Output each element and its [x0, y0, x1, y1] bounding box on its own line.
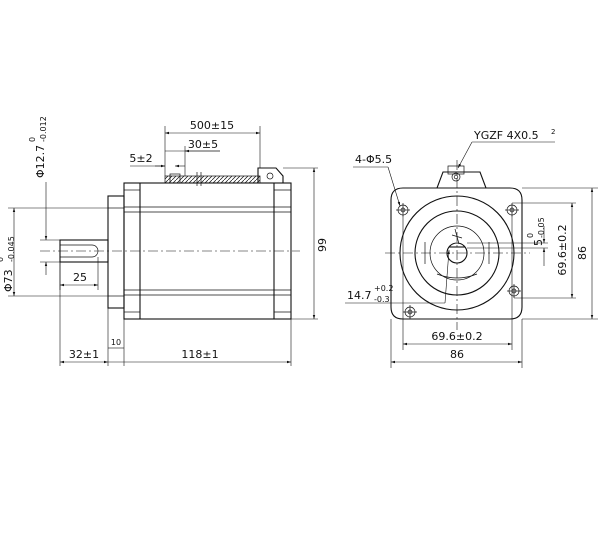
flange-vertical-dimension: 86 [522, 187, 598, 320]
height-label: 99 [316, 238, 329, 252]
shaft-diameter-tol-upper: 0 [28, 137, 37, 142]
holes-callout: 4-Φ5.5 [353, 153, 401, 207]
side-view: 500±15 30±5 5±2 99 Φ12.7 0 [0, 116, 329, 366]
front-connector [436, 165, 487, 189]
flat-depth-tol-upper: 0 [526, 233, 535, 238]
cable-length-label: 500±15 [190, 119, 234, 132]
shaft-diameter-tol-lower: -0.012 [39, 116, 48, 142]
mount-hole-top-right [505, 203, 519, 217]
flange-vertical-label: 86 [576, 246, 589, 260]
front-flange [107, 195, 125, 309]
mount-hole-bottom-right [507, 284, 521, 298]
key-offset-dimension: 14.7 +0.2 -0.3 [345, 249, 450, 304]
pilot-diameter-tol-upper: 0 [0, 257, 5, 262]
connector-label-sup: 2 [551, 128, 555, 136]
mount-holes-label: 4-Φ5.5 [355, 153, 392, 166]
key-length-dimension: 25 [59, 257, 99, 290]
bolt-circle-horizontal-dimension: 69.6±0.2 [402, 217, 513, 350]
flange-thickness-label: 10 [111, 338, 121, 347]
tin-length-label: 5±2 [129, 152, 152, 165]
mounting-holes [396, 203, 521, 319]
flange-horizontal-dimension: 86 [390, 319, 523, 368]
mount-hole-top-left [396, 203, 410, 217]
connector-label: YGZF 4X0.5 [473, 129, 539, 142]
bolt-circle-vertical-dimension: 69.6±0.2 [512, 202, 576, 299]
key-length-label: 25 [73, 271, 87, 284]
shaft-diameter-label: Φ12.7 [34, 145, 47, 178]
body-length-label: 118±1 [181, 348, 218, 361]
bolt-circle-vertical-label: 69.6±0.2 [556, 224, 569, 275]
key-offset-tol-upper: +0.2 [374, 284, 393, 293]
mount-hole-bottom-left [403, 305, 417, 319]
motor-cable [164, 167, 284, 186]
key-offset-label: 14.7 [347, 289, 372, 302]
shaft-diameter-dimension: Φ12.7 0 -0.012 [28, 116, 60, 275]
cable-dimensions: 500±15 30±5 5±2 [129, 119, 261, 176]
pilot-diameter-dimension: Φ73 0 -0.045 [0, 207, 108, 297]
pilot-diameter-label: Φ73 [2, 269, 15, 292]
pilot-diameter-tol-lower: -0.045 [7, 236, 16, 262]
front-flange-outline [390, 187, 523, 320]
shaft-length-label: 32±1 [69, 348, 99, 361]
flange-horizontal-label: 86 [450, 348, 464, 361]
strip-length-label: 30±5 [188, 138, 218, 151]
key-offset-tol-lower: -0.3 [374, 295, 390, 304]
height-dimension: 99 [283, 167, 329, 320]
motor-body [123, 182, 292, 320]
connector-callout: YGZF 4X0.5 2 [457, 128, 555, 169]
flat-depth-dimension: 5 0 -0.05 [467, 217, 548, 266]
front-view: YGZF 4X0.5 2 4-Φ5.5 5 0 -0.05 [345, 128, 598, 368]
flat-depth-tol-lower: -0.05 [537, 217, 546, 238]
bolt-circle-horizontal-label: 69.6±0.2 [431, 330, 482, 343]
flat-depth-label: 5 [532, 239, 545, 246]
length-dimensions: 32±1 118±1 10 [59, 262, 292, 366]
